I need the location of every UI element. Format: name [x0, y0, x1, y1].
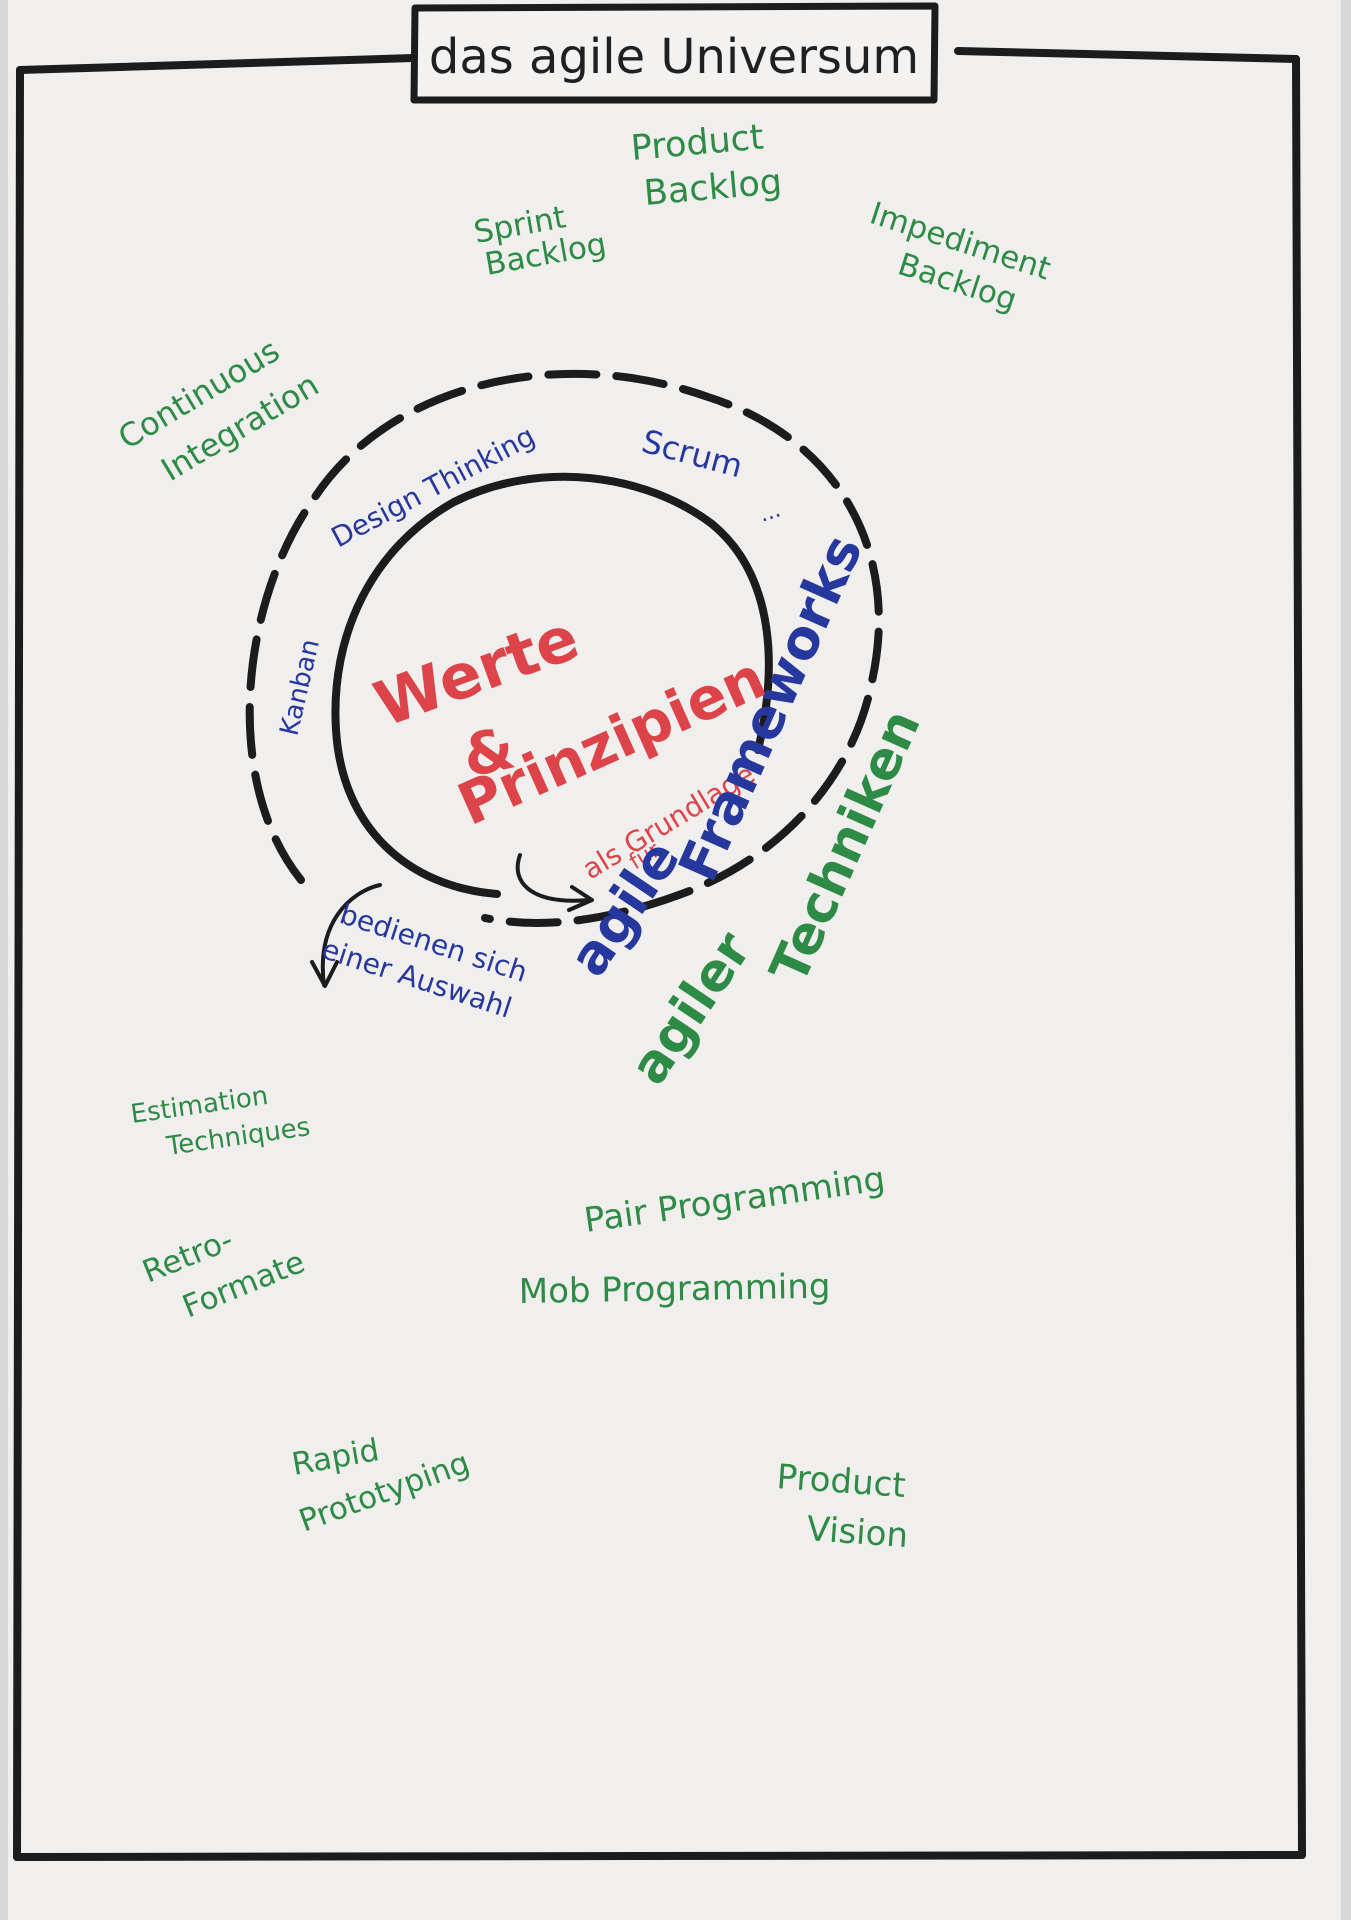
values-inner-swirl: [331, 472, 773, 898]
flipchart-paper: [8, 0, 1341, 1920]
frame-top-right: [954, 47, 1300, 63]
technique-product-vision-line2: Vision: [805, 1509, 909, 1556]
frame-top-left: [16, 54, 417, 74]
frame-left: [13, 66, 24, 1861]
frame-right: [1292, 55, 1306, 1859]
selection-arrow-head: [310, 960, 339, 988]
page-title: das agile Universum: [429, 29, 919, 85]
frameworks-dashed-ring: [245, 369, 883, 927]
foundation-arrow-head: [567, 885, 594, 912]
foundation-arrow: [515, 853, 592, 903]
technique-mob-programming: Mob Programming: [518, 1267, 830, 1312]
technique-product-vision-line1: Product: [775, 1457, 907, 1506]
title-box: [410, 2, 939, 104]
selection-arrow: [320, 883, 382, 987]
frame-bottom: [13, 1851, 1306, 1861]
